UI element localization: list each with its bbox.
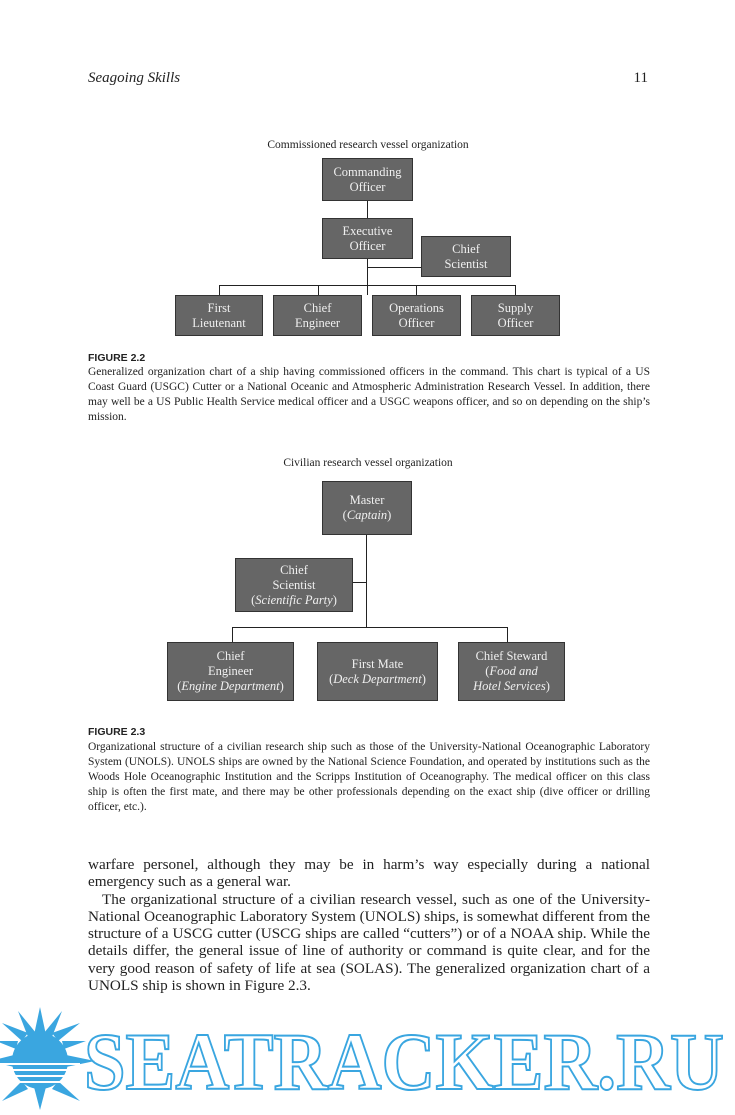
connector xyxy=(318,285,319,295)
master-box: Master (Captain) xyxy=(322,481,412,535)
paragraph: warfare personel, although they may be i… xyxy=(88,856,650,891)
connector xyxy=(232,627,233,642)
connector xyxy=(515,285,516,295)
connector xyxy=(219,285,516,286)
watermark-graphic: SEATRACKER.RU xyxy=(0,1007,725,1110)
diagram-title: Commissioned research vessel organizatio… xyxy=(267,139,469,151)
figure-caption: Organizational structure of a civilian r… xyxy=(88,741,650,813)
running-header: Seagoing Skills xyxy=(88,70,181,86)
connector xyxy=(232,627,508,628)
diagram-title: Civilian research vessel organization xyxy=(283,457,453,469)
body-text: warfare personel, although they may be i… xyxy=(88,856,650,994)
connector xyxy=(366,535,367,627)
figure-caption: Generalized organization chart of a ship… xyxy=(88,366,650,423)
connector xyxy=(507,627,508,642)
chief-scientist-box: Chief Scientist (Scientific Party) xyxy=(235,558,353,612)
figure-label: FIGURE 2.3 xyxy=(88,726,146,738)
first-mate-box: First Mate (Deck Department) xyxy=(317,642,438,701)
connector xyxy=(219,285,220,295)
watermark: SEATRACKER.RU xyxy=(0,1005,735,1110)
connector xyxy=(353,582,366,583)
sun-logo-icon xyxy=(0,1007,95,1110)
chief-steward-box: Chief Steward (Food and Hotel Services) xyxy=(458,642,565,701)
connector xyxy=(367,267,421,268)
connector xyxy=(367,201,368,218)
chief-engineer-box: Chief Engineer (Engine Department) xyxy=(167,642,294,701)
connector xyxy=(367,259,368,295)
paragraph: The organizational structure of a civili… xyxy=(88,890,650,995)
watermark-text: SEATRACKER.RU xyxy=(84,1016,724,1107)
figure-label: FIGURE 2.2 xyxy=(88,352,146,364)
connector xyxy=(416,285,417,295)
page-number: 11 xyxy=(633,70,648,86)
